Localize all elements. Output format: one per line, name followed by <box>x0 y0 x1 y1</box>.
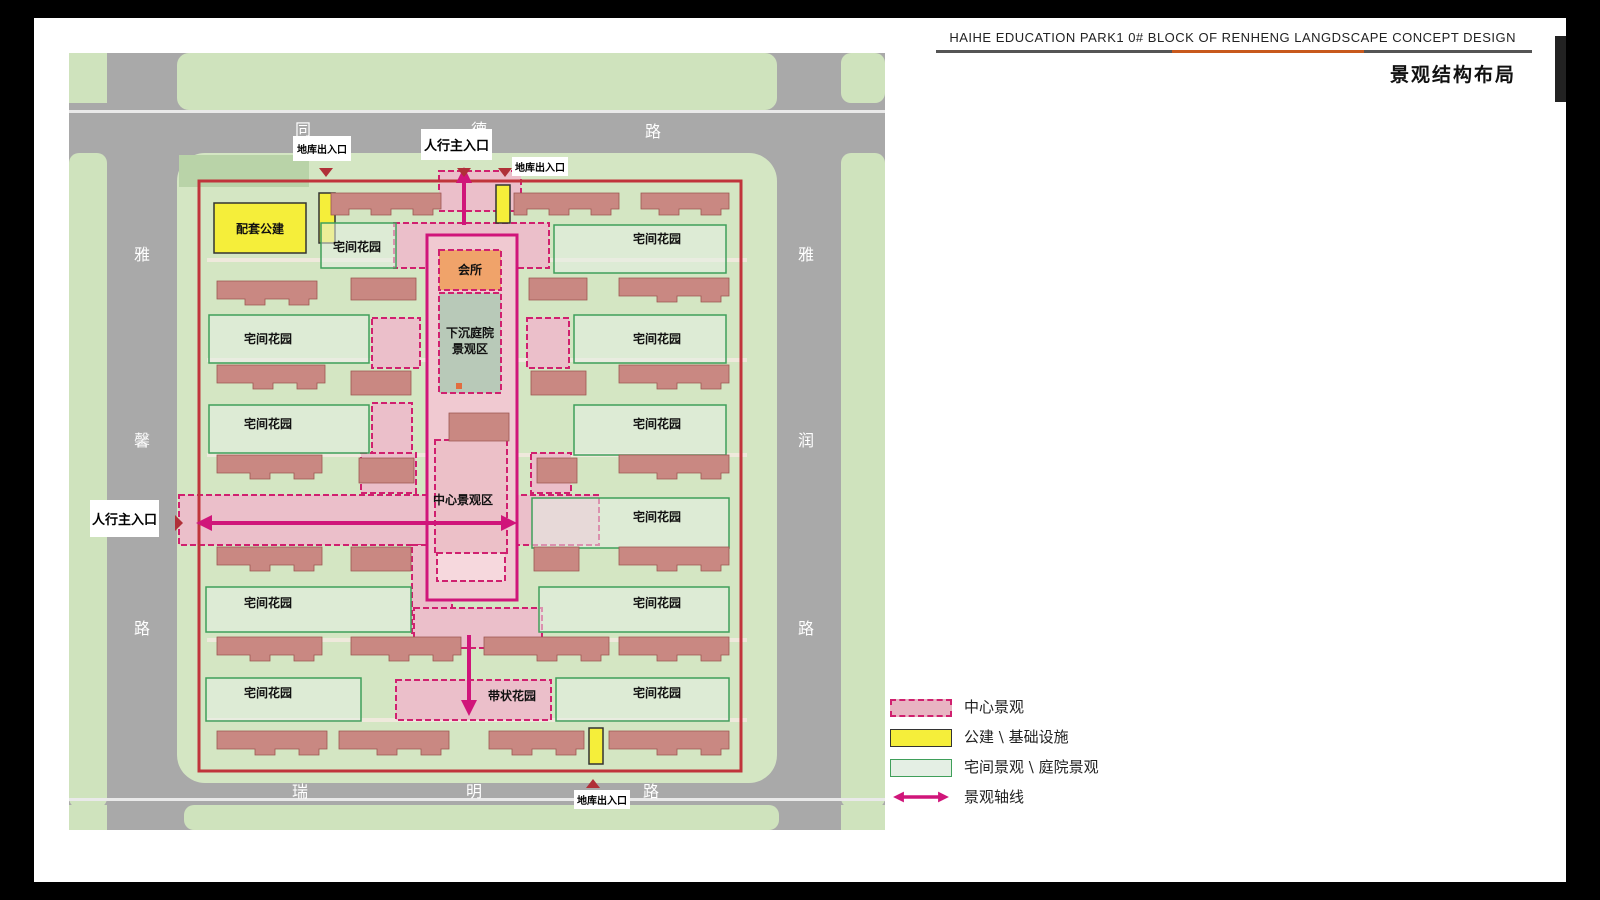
garage-nw-marker <box>319 168 333 177</box>
legend-label: 中心景观 <box>964 698 1025 716</box>
garden-label: 宅间花园 <box>244 685 292 700</box>
garden-label: 宅间花园 <box>244 595 292 610</box>
legend-swatch-axis <box>893 791 949 803</box>
garden-label: 宅间花园 <box>633 331 681 346</box>
garage-south-label: 地库出入口 <box>574 790 630 809</box>
sunken-courtyard-zone <box>438 292 502 394</box>
sunken-courtyard-label-line2: 景观区 <box>452 342 488 356</box>
legend-swatch-central <box>890 699 952 717</box>
road-names: 同 德 路 瑞 明 路 雅 馨 路 雅 润 路 <box>134 120 814 801</box>
garden-label: 宅间花园 <box>244 331 292 346</box>
road-south-char: 瑞 <box>292 782 308 801</box>
garage-nw-label: 地库出入口 <box>293 136 351 161</box>
road-south-char: 路 <box>643 782 659 801</box>
pedestrian-west-marker <box>175 515 183 531</box>
road-north-char: 路 <box>645 122 661 141</box>
pedestrian-west-label: 人行主入口 <box>90 500 160 537</box>
garden-label: 宅间花园 <box>633 416 681 431</box>
sunken-courtyard-label-line1: 下沉庭院 <box>446 325 494 340</box>
legend-swatch-garden <box>890 759 952 777</box>
garden-label: 宅间花园 <box>633 509 681 524</box>
residential-buildings <box>216 192 730 756</box>
road-east-char: 雅 <box>798 245 814 264</box>
garden-label: 宅间花园 <box>333 239 381 254</box>
road-east-char: 润 <box>798 431 814 450</box>
strip-garden-label: 带状花园 <box>488 688 536 703</box>
garden-label: 宅间花园 <box>633 231 681 246</box>
garage-ne-marker <box>498 168 512 177</box>
pedestrian-north-marker <box>457 168 471 177</box>
road-south-char: 明 <box>466 782 482 801</box>
pedestrian-north-label: 人行主入口 <box>421 129 493 160</box>
garden-label: 宅间花园 <box>244 416 292 431</box>
road-west-char: 雅 <box>134 245 150 264</box>
legend-label: 景观轴线 <box>964 788 1025 806</box>
clubhouse-label: 会所 <box>458 262 482 277</box>
garden-zones <box>205 222 730 722</box>
legend-label: 公建 \ 基础设施 <box>964 728 1069 746</box>
decorative-bar <box>1555 36 1566 102</box>
header-rule-accent <box>1172 50 1364 53</box>
garden-label: 宅间花园 <box>633 685 681 700</box>
legend-label: 宅间景观 \ 庭院景观 <box>964 758 1099 776</box>
road-west-char: 路 <box>134 619 150 638</box>
section-title: 景观结构布局 <box>1389 64 1516 86</box>
public-building-label: 配套公建 <box>236 221 285 236</box>
central-landscape-zone <box>434 439 508 556</box>
garden-label: 宅间花园 <box>633 595 681 610</box>
legend-swatch-public <box>890 729 952 747</box>
site-plan-map: 同 德 路 瑞 明 路 雅 馨 路 雅 润 路 配套公建 会所 下沉庭院 景观区… <box>69 53 885 830</box>
public-building-zone <box>213 202 307 254</box>
slide: HAIHE EDUCATION PARK1 0# BLOCK OF RENHEN… <box>34 18 1566 882</box>
clubhouse-zone <box>438 249 502 291</box>
road-west-char: 馨 <box>134 431 150 450</box>
project-title: HAIHE EDUCATION PARK1 0# BLOCK OF RENHEN… <box>949 30 1516 45</box>
garden-labels: 宅间花园 宅间花园 宅间花园 宅间花园 宅间花园 宅间花园 宅间花园 宅间花园 … <box>244 231 681 700</box>
central-landscape-label: 中心景观区 <box>433 492 493 507</box>
garage-south-marker <box>586 779 600 788</box>
garage-ne-label: 地库出入口 <box>512 157 568 176</box>
road-north-char: 同 <box>295 120 311 139</box>
road-east-char: 路 <box>798 619 814 638</box>
